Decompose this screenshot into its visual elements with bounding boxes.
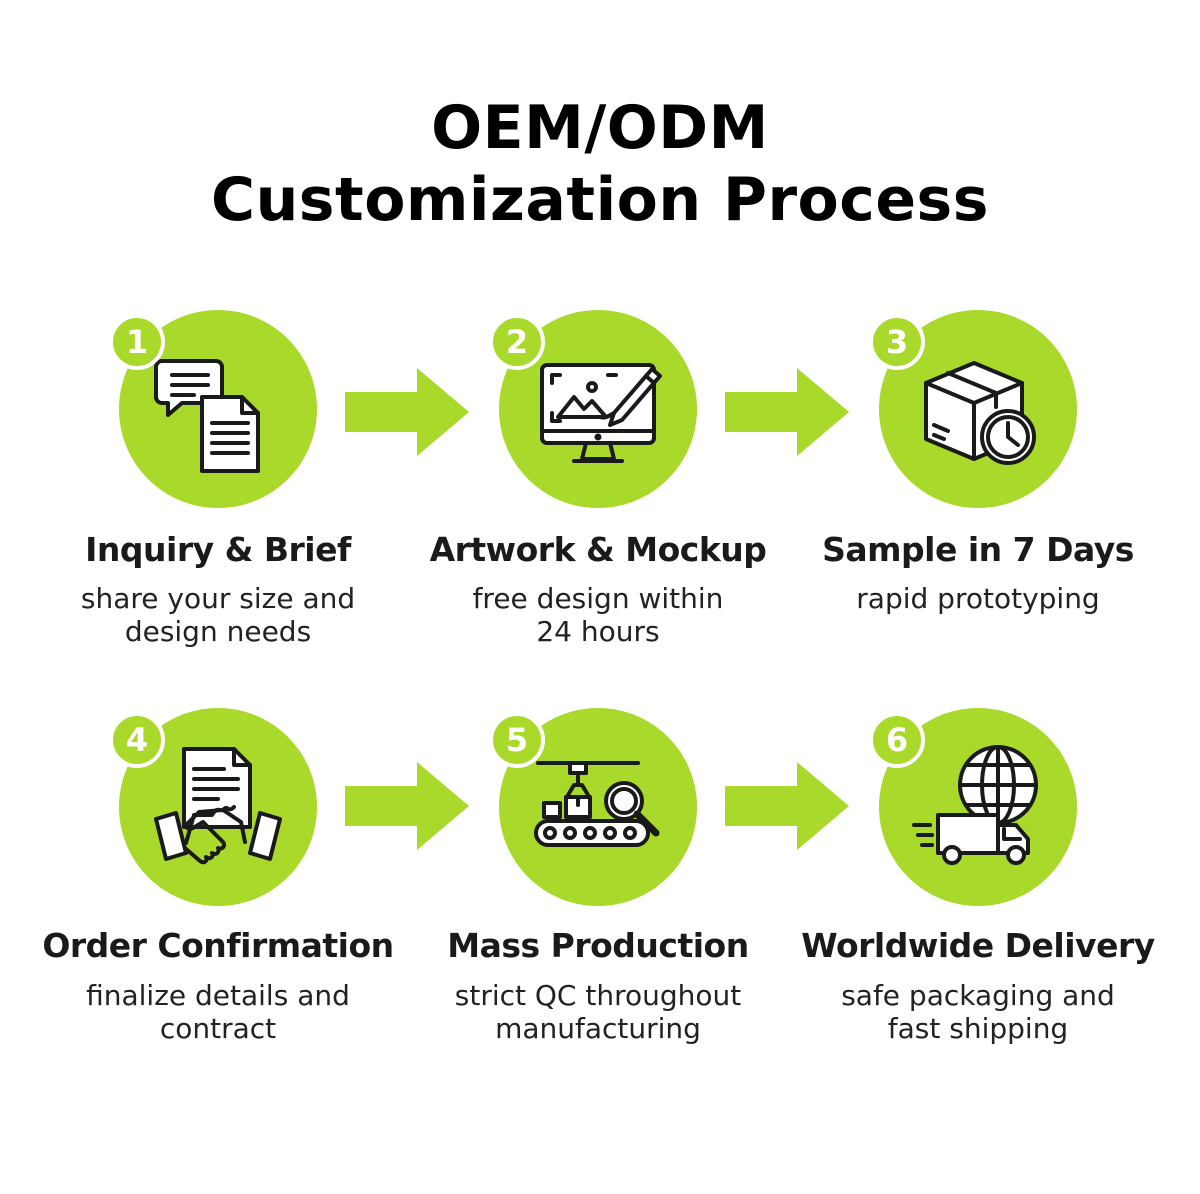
arrow-right-icon [345, 368, 469, 456]
step-3-desc-line-1: rapid prototyping [856, 582, 1100, 615]
step-5-number-badge: 5 [489, 712, 545, 768]
step-1-desc-line-1: share your size and [80, 582, 356, 615]
chat-document-icon [154, 359, 260, 473]
step-3-title: Sample in 7 Days [822, 530, 1134, 569]
step-5-desc-line-2: manufacturing [495, 1012, 701, 1045]
box-clock-icon [924, 361, 1036, 465]
step-2-desc-line-2: 24 hours [536, 615, 660, 648]
step-6-title: Worldwide Delivery [801, 926, 1155, 965]
step-6-number-badge: 6 [869, 712, 925, 768]
step-4-number-badge: 4 [109, 712, 165, 768]
step-6-desc-line-1: safe packaging and [841, 979, 1115, 1012]
step-4-desc-line-1: finalize details and [86, 979, 350, 1012]
title-line-1: OEM/ODM [431, 93, 769, 163]
arrow-right-icon [725, 762, 849, 850]
step-2: 2 Artwork & Mockup free design within 24… [418, 300, 778, 660]
step-5-desc-line-1: strict QC throughout [454, 979, 742, 1012]
step-1-number-badge: 1 [109, 314, 165, 370]
step-4: 4 Order Confirmation finalize details an… [38, 698, 398, 1058]
step-1: 1 Inquiry & Brief share your size and de… [38, 300, 398, 660]
step-2-number-badge: 2 [489, 314, 545, 370]
truck-globe-icon [912, 745, 1038, 865]
conveyor-inspection-icon [534, 761, 660, 847]
step-2-title: Artwork & Mockup [429, 530, 767, 569]
step-5-title: Mass Production [447, 926, 749, 965]
step-3: 3 Sample in 7 Days rapid prototyping [798, 300, 1158, 660]
step-4-circle [119, 708, 317, 906]
title-line-2: Customization Process [211, 165, 989, 235]
arrow-right-icon [725, 368, 849, 456]
step-4-title: Order Confirmation [42, 926, 394, 965]
step-6: 6 Worldwide Delivery safe packaging and … [798, 698, 1158, 1058]
monitor-design-icon [540, 363, 662, 463]
step-6-desc-line-2: fast shipping [887, 1012, 1069, 1045]
step-5: 5 Mass Production strict QC throughout m… [418, 698, 778, 1058]
contract-handshake-icon [154, 747, 282, 865]
arrow-right-icon [345, 762, 469, 850]
step-2-desc-line-1: free design within [472, 582, 724, 615]
step-4-desc-line-2: contract [159, 1012, 277, 1045]
step-3-number-badge: 3 [869, 314, 925, 370]
step-5-circle [499, 708, 697, 906]
step-1-title: Inquiry & Brief [85, 530, 351, 569]
step-1-desc-line-2: design needs [124, 615, 312, 648]
step-1-circle [119, 310, 317, 508]
page-title: OEM/ODM Customization Process [0, 92, 1200, 236]
